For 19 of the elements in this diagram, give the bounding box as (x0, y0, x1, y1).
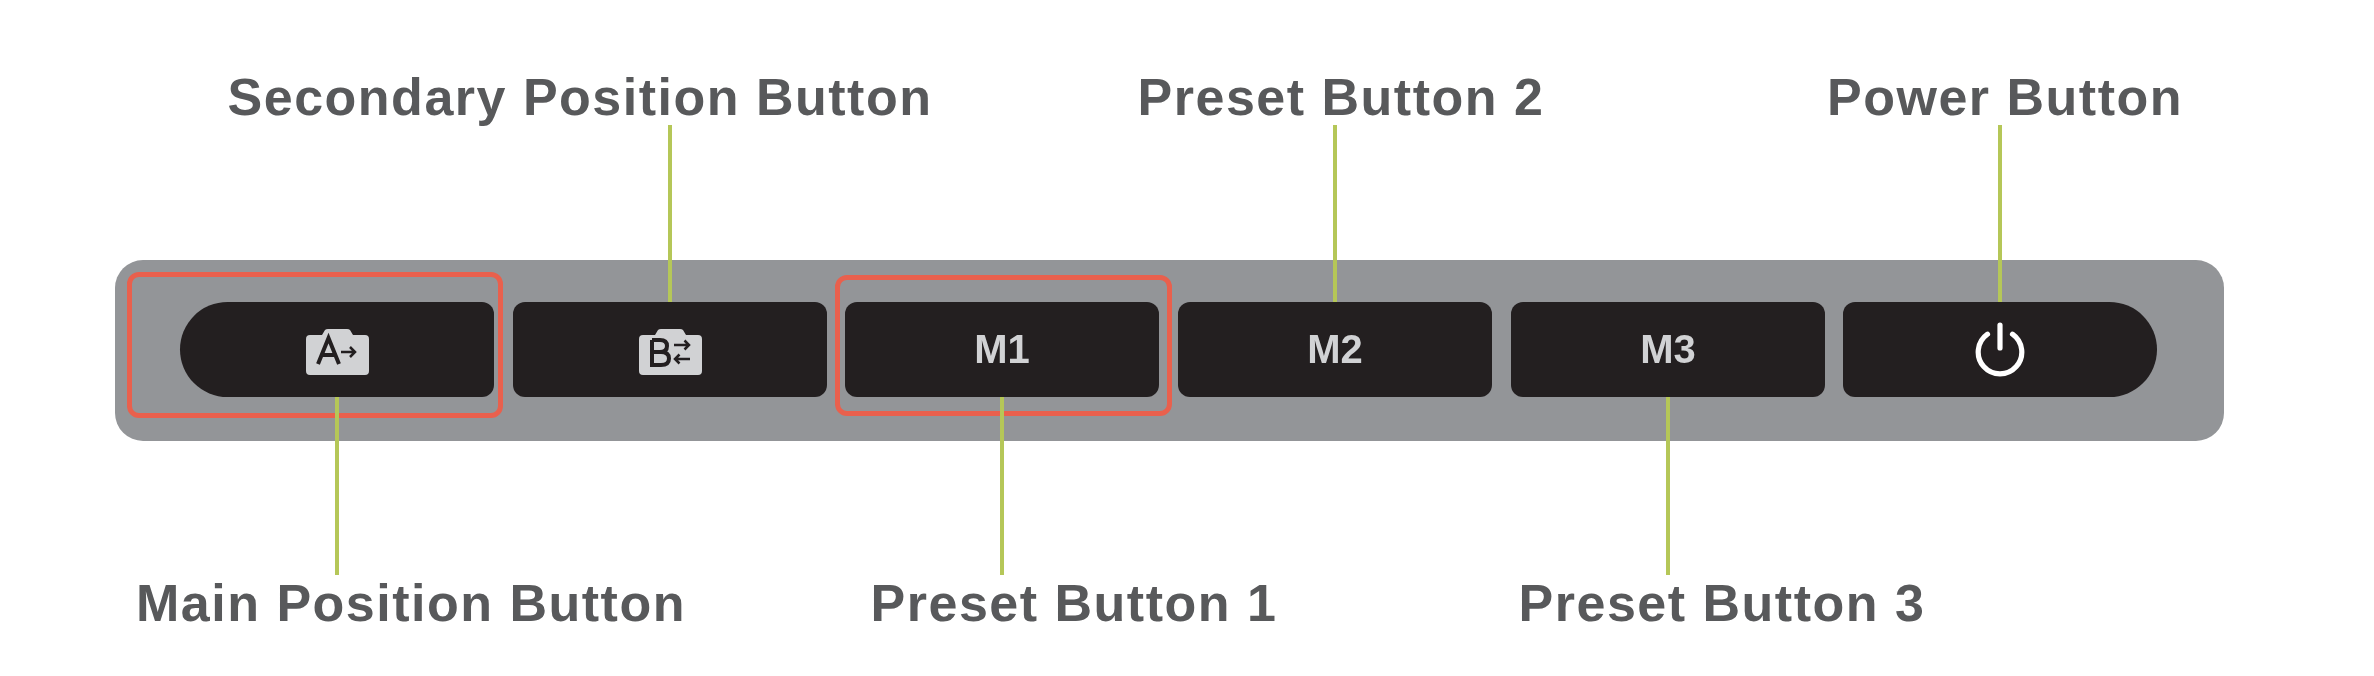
preset-button: M2 (1178, 302, 1492, 397)
leader-line (668, 125, 672, 302)
callout-label: Preset Button 2 (1137, 69, 1545, 125)
leader-line (1333, 125, 1337, 302)
leader-line (335, 397, 339, 575)
leader-line (1998, 125, 2002, 302)
callout-label: Secondary Position Button (227, 69, 933, 125)
leader-line (1000, 397, 1004, 575)
control-panel (115, 260, 2224, 441)
power-button (1843, 302, 2157, 397)
callout-label: Preset Button 1 (870, 575, 1278, 631)
callout-label: Main Position Button (136, 575, 686, 631)
preset-button: M3 (1511, 302, 1825, 397)
leader-line (1666, 397, 1670, 575)
callout-label: Power Button (1827, 69, 2183, 125)
position-button (513, 302, 827, 397)
position-button (180, 302, 494, 397)
callout-label: Preset Button 3 (1518, 575, 1926, 631)
preset-button: M1 (845, 302, 1159, 397)
